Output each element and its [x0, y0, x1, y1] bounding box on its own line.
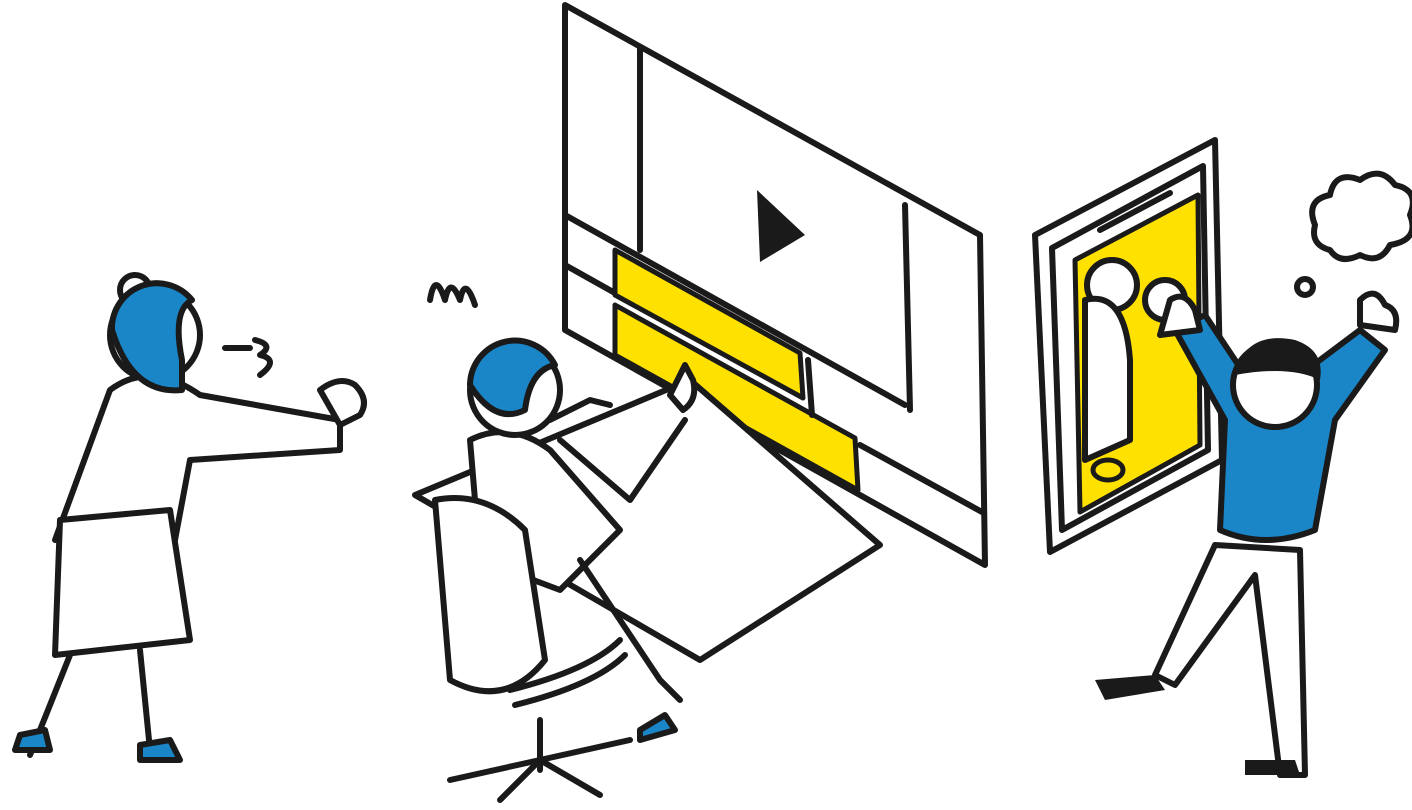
- yellow-panel-top: [612, 247, 806, 401]
- video-wall-screen: [562, 2, 988, 568]
- tablet: [1032, 137, 1225, 555]
- thought-bubble: [1294, 170, 1412, 298]
- office-chair: [432, 495, 633, 803]
- play-icon: [757, 190, 805, 262]
- cheering-man: [1095, 290, 1400, 778]
- woman-pointing: 3: [12, 272, 367, 763]
- yellow-panel-bottom: [612, 302, 861, 493]
